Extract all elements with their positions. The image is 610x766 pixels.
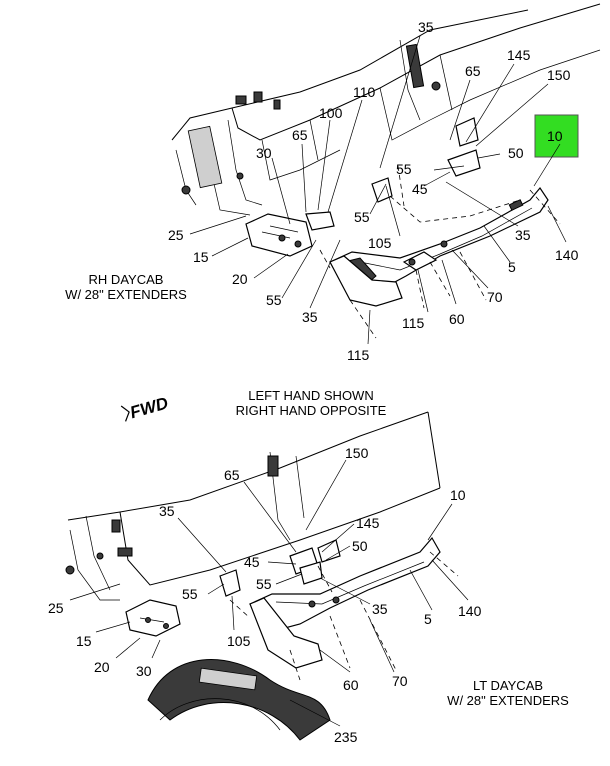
callout: 100 xyxy=(319,105,343,121)
callout: 35 xyxy=(372,601,388,617)
callout: 10 xyxy=(450,487,466,503)
callout: 70 xyxy=(392,673,408,689)
callout: 65 xyxy=(465,63,481,79)
callout: 55 xyxy=(182,586,198,602)
callout: 25 xyxy=(168,227,184,243)
callout: 65 xyxy=(292,127,308,143)
callout: 145 xyxy=(507,47,531,63)
callout: 150 xyxy=(547,67,571,83)
callout: 15 xyxy=(76,633,92,649)
callout: 110 xyxy=(353,84,376,100)
callout: 35 xyxy=(302,309,318,325)
callout: 140 xyxy=(555,247,579,263)
rh-caption-line2: W/ 28" EXTENDERS xyxy=(65,287,187,302)
callout: 115 xyxy=(347,347,370,363)
callout: 105 xyxy=(227,633,251,649)
callout: 60 xyxy=(343,677,359,693)
callout: 140 xyxy=(458,603,482,619)
callout: 50 xyxy=(508,145,524,161)
callout: 25 xyxy=(48,600,64,616)
fwd-arrow-icon: FWD xyxy=(120,393,170,422)
callout: 50 xyxy=(352,538,368,554)
callout: 55 xyxy=(266,292,282,308)
callout: 65 xyxy=(224,467,240,483)
callout: 45 xyxy=(244,554,260,570)
rh-callouts: 35 65 145 150 110 100 65 30 55 50 45 55 … xyxy=(168,19,579,363)
lt-caption-line1: LT DAYCAB xyxy=(473,678,543,693)
center-caption-line1: LEFT HAND SHOWN xyxy=(248,388,373,403)
center-caption-line2: RIGHT HAND OPPOSITE xyxy=(236,403,387,418)
lt-caption-line2: W/ 28" EXTENDERS xyxy=(447,693,569,708)
callout: 5 xyxy=(424,611,432,627)
callout: 20 xyxy=(94,659,110,675)
callout: 115 xyxy=(402,315,425,331)
callout: 150 xyxy=(345,445,369,461)
callout: 235 xyxy=(334,729,358,745)
callout: 55 xyxy=(396,161,412,177)
rh-caption-line1: RH DAYCAB xyxy=(89,272,164,287)
callout: 35 xyxy=(515,227,531,243)
callout: 35 xyxy=(418,19,434,35)
callout: 20 xyxy=(232,271,248,287)
callout: 15 xyxy=(193,249,209,265)
rh-daycab-illustration: 10 xyxy=(171,3,601,345)
callout: 105 xyxy=(368,235,392,251)
callout: 55 xyxy=(354,209,370,225)
highlight-label: 10 xyxy=(547,128,563,144)
lt-daycab-illustration xyxy=(65,411,469,741)
callout: 5 xyxy=(508,259,516,275)
callout: 60 xyxy=(449,311,465,327)
callout: 35 xyxy=(159,503,175,519)
callout: 45 xyxy=(412,181,428,197)
callout: 55 xyxy=(256,576,272,592)
callout: 30 xyxy=(136,663,152,679)
callout: 145 xyxy=(356,515,380,531)
fwd-label: FWD xyxy=(128,393,170,422)
callout: 30 xyxy=(256,145,272,161)
callout: 70 xyxy=(487,289,503,305)
lt-callouts: 150 65 145 35 50 10 45 55 55 35 25 140 5… xyxy=(48,445,482,745)
